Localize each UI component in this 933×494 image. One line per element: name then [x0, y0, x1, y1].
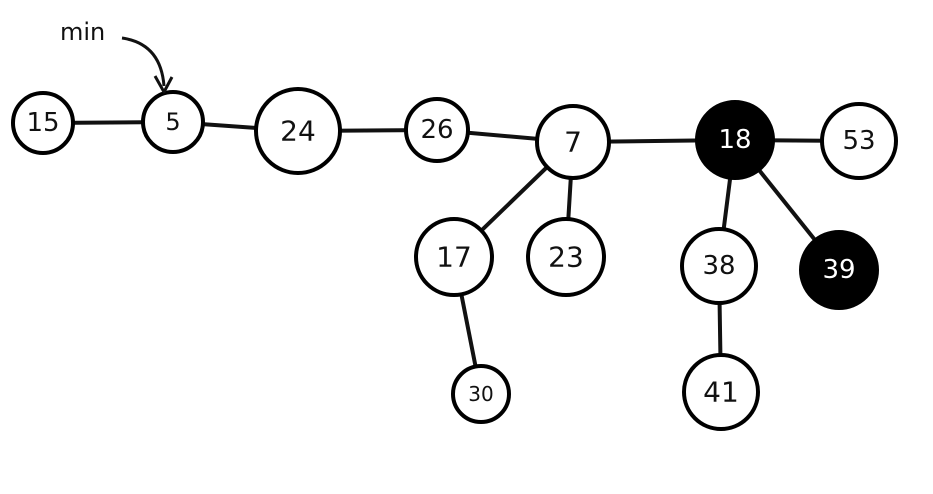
node-5: 5 — [141, 90, 205, 154]
node-circle-17 — [414, 217, 494, 297]
node-7: 7 — [535, 104, 611, 180]
node-24: 24 — [254, 87, 342, 175]
node-circle-26 — [404, 97, 470, 163]
node-15: 15 — [11, 91, 75, 155]
node-circle-18 — [695, 100, 775, 180]
node-label-15: 15 — [26, 108, 59, 138]
node-circle-38 — [680, 227, 758, 305]
node-circle-7 — [535, 104, 611, 180]
node-23: 23 — [526, 217, 606, 297]
node-38: 38 — [680, 227, 758, 305]
node-39: 39 — [799, 230, 879, 310]
node-53: 53 — [820, 102, 898, 180]
node-circle-53 — [820, 102, 898, 180]
nodes-layer: 15 5 24 26 7 18 53 17 23 30 38 39 41 — [11, 87, 898, 431]
node-label-53: 53 — [842, 126, 875, 156]
min-pointer-arrow — [121, 36, 166, 87]
node-label-26: 26 — [420, 115, 453, 145]
node-26: 26 — [404, 97, 470, 163]
node-label-7: 7 — [564, 126, 582, 159]
node-circle-23 — [526, 217, 606, 297]
node-label-5: 5 — [165, 108, 180, 136]
node-label-41: 41 — [703, 376, 739, 409]
node-circle-39 — [799, 230, 879, 310]
node-label-30: 30 — [468, 382, 493, 406]
node-30: 30 — [451, 364, 511, 424]
node-circle-5 — [141, 90, 205, 154]
node-41: 41 — [682, 353, 760, 431]
node-label-18: 18 — [718, 125, 751, 155]
node-label-24: 24 — [280, 115, 316, 148]
min-pointer-label: min — [60, 18, 105, 46]
node-circle-15 — [11, 91, 75, 155]
node-label-23: 23 — [548, 241, 584, 274]
node-17: 17 — [414, 217, 494, 297]
node-label-39: 39 — [822, 255, 855, 285]
node-18: 18 — [695, 100, 775, 180]
node-circle-41 — [682, 353, 760, 431]
node-circle-24 — [254, 87, 342, 175]
node-label-38: 38 — [702, 251, 735, 281]
min-pointer-arrowhead — [153, 75, 174, 94]
node-circle-30 — [451, 364, 511, 424]
node-label-17: 17 — [436, 241, 472, 274]
